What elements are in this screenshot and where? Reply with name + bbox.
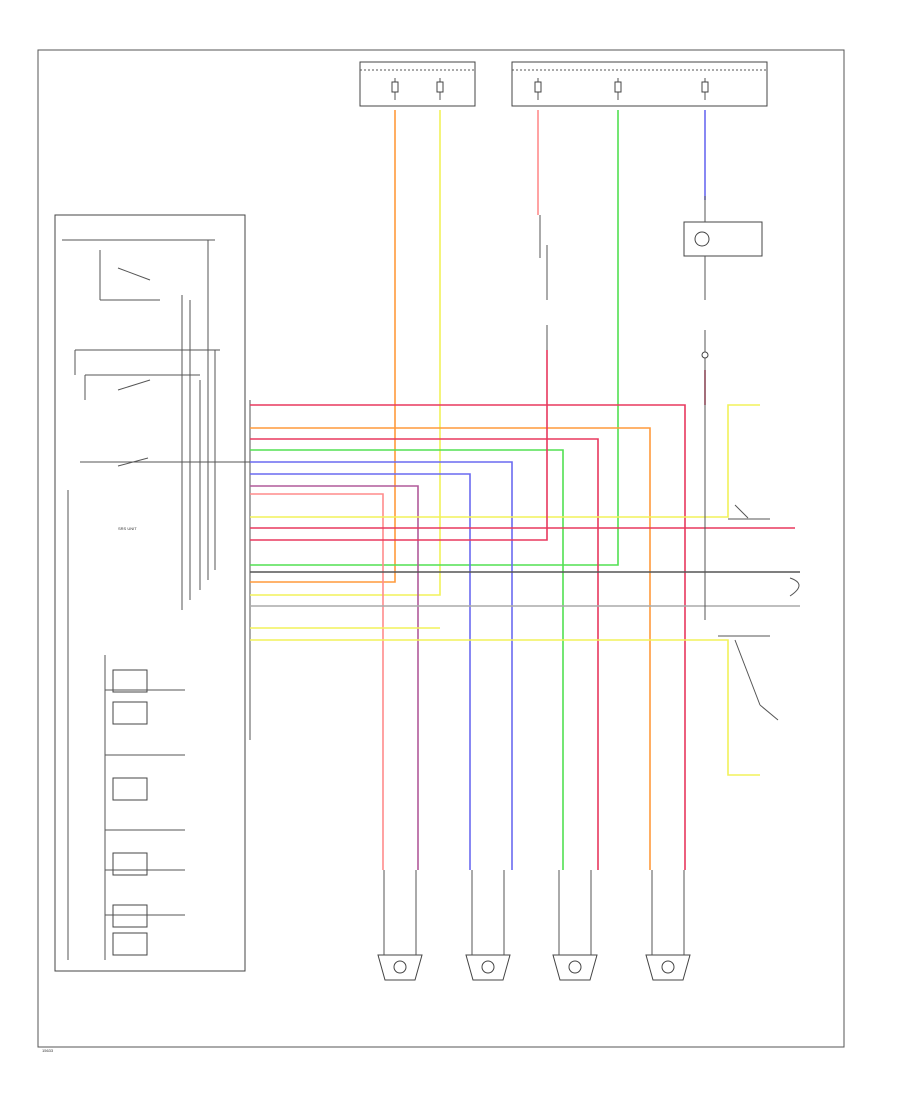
speaker-group — [377, 870, 691, 981]
fuse-icon — [436, 81, 444, 93]
wire-red — [250, 404, 686, 870]
wire-blue — [250, 461, 513, 870]
unit-label: SRS UNIT — [118, 526, 137, 531]
component-box — [112, 701, 148, 725]
speaker-icon — [465, 870, 511, 981]
fuse-icon — [391, 81, 399, 93]
wire-yellow — [250, 639, 760, 776]
switch-icon — [117, 457, 149, 467]
speaker-icon — [552, 870, 598, 981]
component-box — [112, 777, 148, 801]
switch-icon — [117, 379, 151, 391]
fuse-box-left — [359, 61, 476, 107]
wire-purple — [250, 485, 419, 870]
wire-yellow — [250, 404, 760, 518]
wire-red — [250, 438, 599, 870]
center-switch — [539, 215, 548, 350]
wire-green — [250, 110, 619, 566]
component-box — [112, 852, 148, 876]
wire-blue — [250, 473, 471, 870]
speaker-icon — [377, 870, 423, 981]
fuse-box-right — [511, 61, 768, 107]
wire-yellow — [250, 110, 441, 596]
fuse-icon — [614, 81, 622, 93]
component-box — [112, 904, 148, 928]
switch-icon — [117, 267, 151, 281]
component-box — [112, 932, 148, 956]
wire-orange — [250, 427, 651, 870]
wire-green — [250, 449, 564, 870]
right-switch-upper — [728, 504, 770, 520]
wire-orange — [250, 110, 396, 583]
right-switch-lower — [718, 635, 779, 721]
ground-icon — [789, 577, 800, 597]
speaker-icon — [645, 870, 691, 981]
right-module — [683, 196, 763, 620]
wire-red — [250, 350, 548, 541]
diagram-frame — [37, 49, 845, 1048]
wire-pink — [250, 493, 384, 870]
footer-code: 15633 — [42, 1048, 54, 1053]
fuse-icon — [534, 81, 542, 93]
wire-group — [250, 110, 800, 870]
fuse-icon — [701, 81, 709, 93]
component-box — [112, 669, 148, 693]
srs-unit: SRS UNIT — [54, 214, 250, 972]
